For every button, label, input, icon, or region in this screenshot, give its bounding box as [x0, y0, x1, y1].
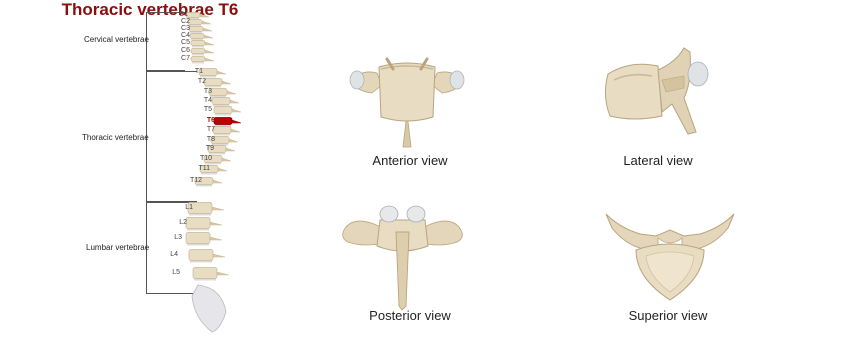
vertebra-body: [188, 20, 202, 25]
spinous-process: [210, 237, 222, 240]
sacrum: [192, 285, 226, 332]
spinous-process: [227, 91, 236, 94]
vertebra-body: [186, 218, 210, 229]
spinous-process: [205, 58, 214, 61]
spinous-process: [213, 180, 222, 183]
superior-view-illustration: [600, 208, 740, 303]
vertebra-body: [191, 57, 205, 62]
vertebra-label-c2: C2: [166, 18, 190, 25]
lumbar-label: Lumbar vertebrae: [86, 243, 149, 252]
vertebra-body: [193, 268, 217, 279]
vertebra-body: [189, 250, 213, 261]
spinous-process: [231, 129, 240, 132]
spinous-process: [222, 158, 231, 161]
vertebra-label-t11: T11: [186, 165, 210, 172]
spinous-process: [222, 81, 231, 84]
spinous-process: [217, 272, 229, 275]
vertebra-label-t7: T7: [191, 126, 215, 133]
vertebra-label-c1: C1: [164, 11, 188, 18]
vertebra-highlighted: [214, 118, 232, 125]
vertebra-label-c5: C5: [166, 39, 190, 46]
spinous-process: [217, 71, 226, 74]
vertebra-label-t9: T9: [190, 145, 214, 152]
spinous-process: [212, 207, 224, 210]
cervical-label: Cervical vertebrae: [84, 35, 149, 44]
vertebra-label-c6: C6: [166, 47, 190, 54]
spinous-process: [202, 21, 211, 24]
spinous-process: [205, 42, 214, 45]
vertebra-label-t10: T10: [188, 155, 212, 162]
vertebra-label-t5: T5: [188, 106, 212, 113]
vertebra-label-t8: T8: [191, 136, 215, 143]
vertebra-label-t12: T12: [178, 177, 202, 184]
vertebra-body: [213, 127, 231, 134]
vertebra-label-t2: T2: [182, 78, 206, 85]
spinous-process: [200, 14, 209, 17]
spinous-process: [218, 168, 227, 171]
vertebra-body: [191, 41, 205, 46]
spinous-process: [210, 222, 222, 225]
vertebra-body: [186, 233, 210, 244]
vertebra-label-l1: L1: [169, 204, 193, 211]
vertebra-label-c7: C7: [166, 55, 190, 62]
spinous-process: [232, 109, 241, 112]
spinous-process: [204, 35, 213, 38]
lateral-view-caption: Lateral view: [583, 153, 733, 168]
posterior-view-illustration: [340, 202, 465, 312]
vertebra-label-l3: L3: [158, 234, 182, 241]
vertebra-body: [212, 98, 230, 105]
vertebra-body: [190, 34, 204, 39]
vertebra-label-c3: C3: [166, 25, 190, 32]
spinous-process: [230, 100, 239, 103]
spinous-process: [205, 50, 214, 53]
anterior-view-caption: Anterior view: [335, 153, 485, 168]
vertebra-label-l4: L4: [154, 251, 178, 258]
lateral-view-illustration: [600, 42, 730, 142]
vertebra-body: [186, 13, 200, 18]
vertebra-label-t6: T6: [191, 117, 215, 124]
vertebra-body: [214, 107, 232, 114]
thoracic-label: Thoracic vertebrae: [82, 133, 149, 142]
anterior-view-illustration: [347, 55, 467, 150]
posterior-view-caption: Posterior view: [335, 308, 485, 323]
spinous-process: [232, 120, 241, 123]
spinous-process: [203, 28, 212, 31]
vertebra-label-t3: T3: [188, 88, 212, 95]
vertebra-label-t1: T1: [179, 68, 203, 75]
vertebra-body: [204, 79, 222, 86]
vertebra-label-l5: L5: [156, 269, 180, 276]
spinous-process: [229, 139, 238, 142]
vertebra-body: [189, 27, 203, 32]
spinous-process: [213, 254, 225, 257]
superior-view-caption: Superior view: [593, 308, 743, 323]
vertebra-body: [191, 49, 205, 54]
vertebra-label-t4: T4: [188, 97, 212, 104]
spinous-process: [226, 148, 235, 151]
vertebra-label-l2: L2: [163, 219, 187, 226]
vertebra-label-c4: C4: [166, 32, 190, 39]
